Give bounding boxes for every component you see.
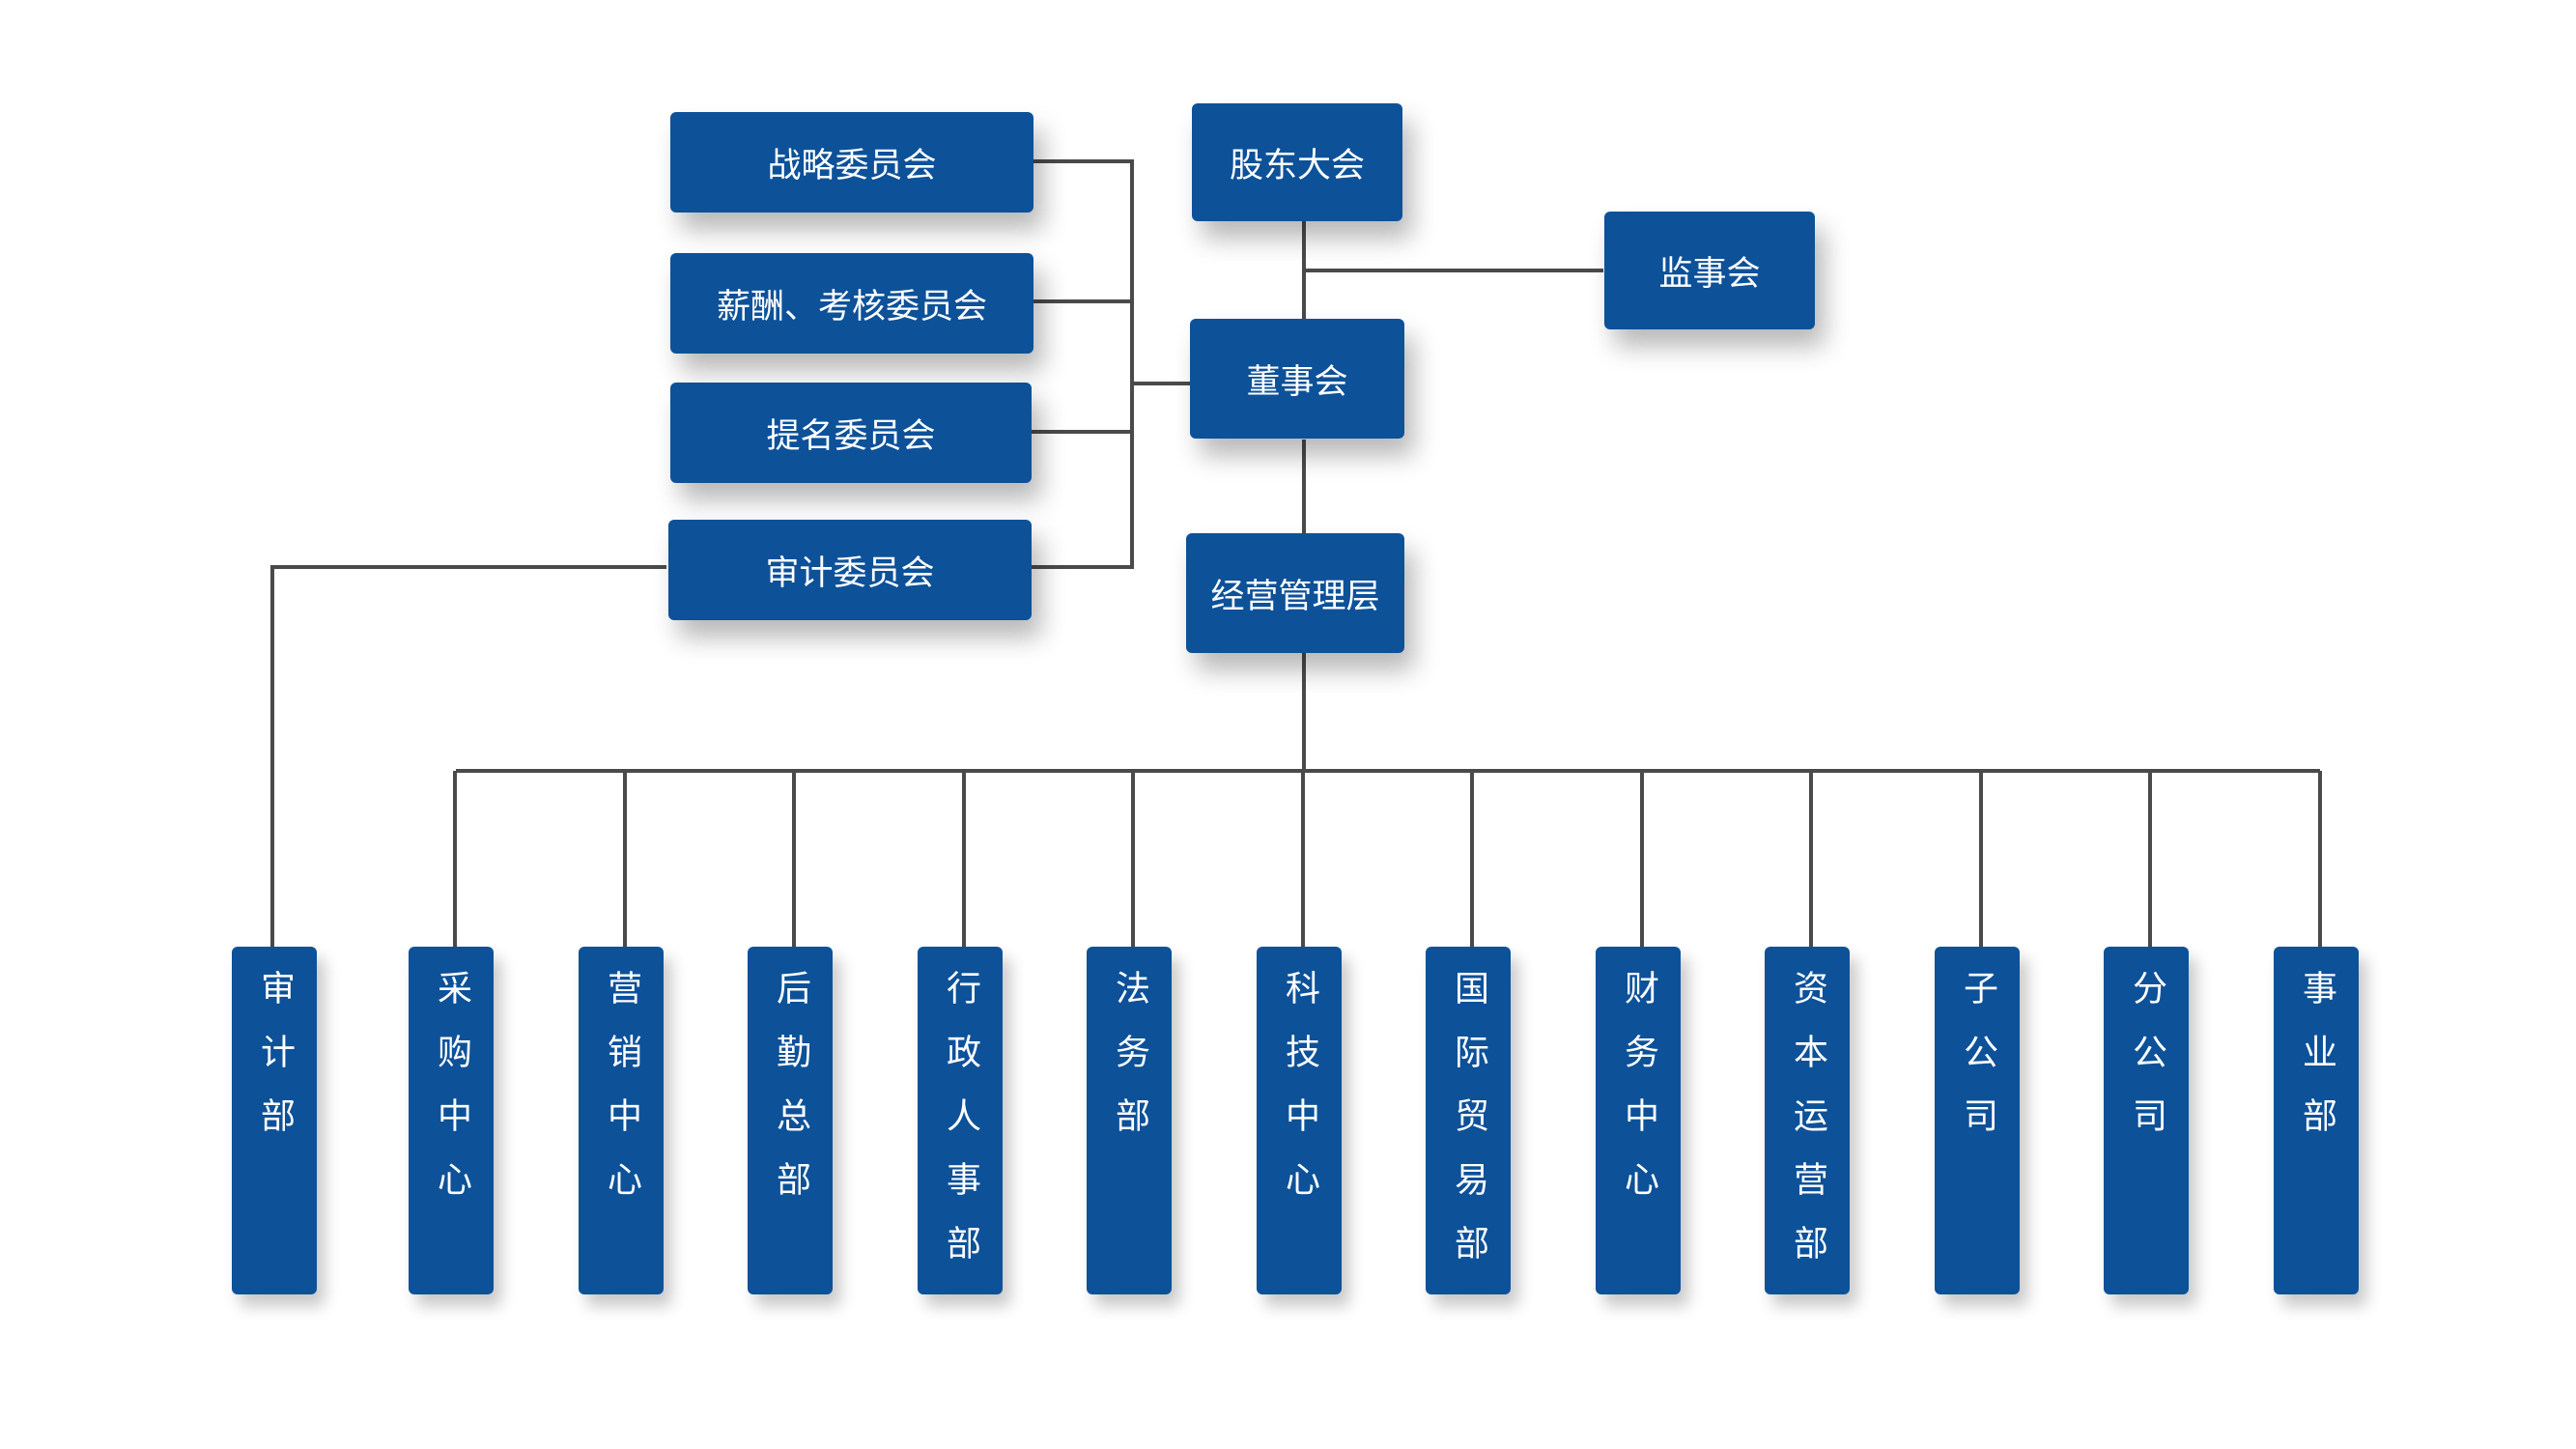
supervisory-board-label: 监事会 (1658, 254, 1761, 294)
audit-department-label: 审计部 (255, 970, 295, 1161)
supervisory-board: 监事会 (1604, 212, 1815, 329)
management-layer-label: 经营管理层 (1210, 577, 1380, 616)
department-label: 财务中心 (1619, 970, 1658, 1225)
department-box: 国际贸易部 (1426, 947, 1511, 1294)
committee-compensation: 薪酬、考核委员会 (670, 253, 1033, 354)
department-box: 采购中心 (409, 947, 494, 1294)
department-label: 事业部 (2297, 970, 2336, 1161)
department-label: 行政人事部 (941, 970, 980, 1289)
department-box: 资本运营部 (1765, 947, 1850, 1294)
department-label: 科技中心 (1280, 970, 1319, 1225)
board-of-directors-label: 董事会 (1246, 362, 1348, 402)
department-box: 科技中心 (1257, 947, 1342, 1294)
shareholders-meeting: 股东大会 (1192, 103, 1402, 221)
department-box: 财务中心 (1596, 947, 1681, 1294)
management-layer: 经营管理层 (1186, 533, 1404, 653)
committee-compensation-label: 薪酬、考核委员会 (716, 287, 987, 327)
department-label: 子公司 (1958, 970, 1997, 1161)
department-box: 行政人事部 (918, 947, 1003, 1294)
committee-audit: 审计委员会 (668, 520, 1032, 620)
audit-department: 审计部 (232, 947, 317, 1294)
department-label: 法务部 (1110, 970, 1149, 1161)
department-box: 分公司 (2104, 947, 2189, 1294)
committee-audit-label: 审计委员会 (765, 554, 935, 593)
department-label: 分公司 (2127, 970, 2166, 1161)
board-of-directors: 董事会 (1190, 319, 1404, 439)
department-label: 资本运营部 (1788, 970, 1827, 1289)
committee-strategy-label: 战略委员会 (767, 146, 937, 185)
committee-nomination-label: 提名委员会 (766, 416, 936, 456)
department-label: 营销中心 (602, 970, 641, 1225)
department-label: 国际贸易部 (1449, 970, 1488, 1289)
committee-strategy: 战略委员会 (670, 112, 1033, 213)
department-box: 子公司 (1935, 947, 2020, 1294)
committee-nomination: 提名委员会 (670, 383, 1032, 483)
department-box: 后勤总部 (748, 947, 833, 1294)
department-box: 事业部 (2274, 947, 2359, 1294)
department-label: 后勤总部 (771, 970, 810, 1225)
shareholders-meeting-label: 股东大会 (1229, 146, 1365, 185)
department-box: 法务部 (1087, 947, 1172, 1294)
department-box: 营销中心 (579, 947, 664, 1294)
department-label: 采购中心 (432, 970, 471, 1225)
